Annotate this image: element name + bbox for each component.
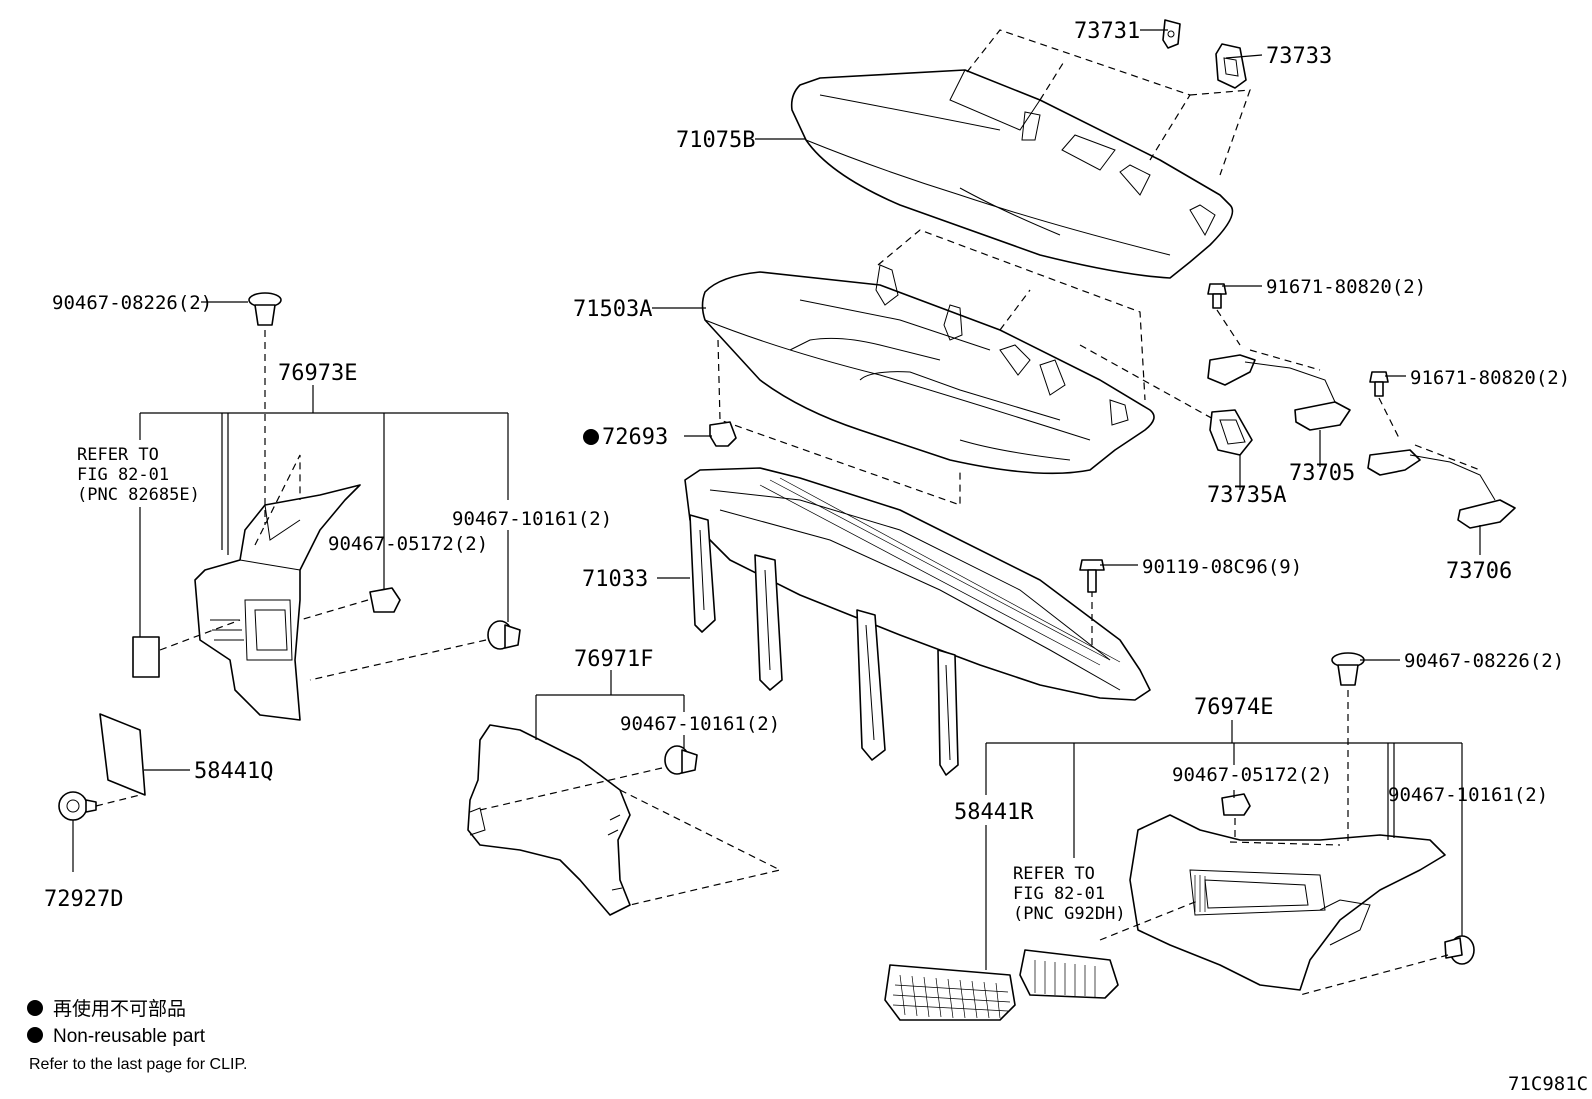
label-90119: 90119-08C96(9): [1142, 556, 1302, 578]
seat-back-71075B: [790, 69, 1234, 279]
side-trim-76973E: [194, 484, 361, 721]
seat-cushion-71503A: [701, 264, 1155, 475]
label-72927D: 72927D: [44, 887, 123, 912]
label-76971F: 76971F: [574, 647, 653, 672]
hinge-73705: [1207, 354, 1351, 431]
pad-58441R: [884, 964, 1016, 1021]
label-90467-10161-left: 90467-10161(2): [452, 508, 612, 530]
clip-90467-05172-left: [369, 587, 401, 613]
ref-right-line1: REFER TO: [1013, 864, 1095, 884]
label-76973E: 76973E: [278, 361, 357, 386]
label-73731: 73731: [1074, 19, 1140, 44]
ref-right-line2: FIG 82-01: [1013, 884, 1105, 904]
label-90467-08226-right: 90467-08226(2): [1404, 650, 1564, 672]
label-90467-10161-right: 90467-10161(2): [1388, 784, 1548, 806]
bolt-90119: [1079, 559, 1105, 593]
pin-90467-08226-left: [248, 292, 282, 326]
ref-left-line3: (PNC 82685E): [77, 485, 200, 505]
label-58441R: 58441R: [954, 800, 1034, 825]
bolt-91671-a: [1207, 283, 1227, 309]
leader-lines: [72, 29, 1481, 970]
pad-58441Q: [99, 713, 146, 796]
ref-left-line1: REFER TO: [77, 445, 159, 465]
clip-90467-10161-right: [1444, 935, 1475, 965]
bracket-73731: [1162, 19, 1181, 49]
ref-note-right: REFER TO FIG 82-01 (PNC G92DH): [1013, 864, 1126, 924]
legend-english: Non-reusable part: [53, 1026, 206, 1047]
label-58441Q: 58441Q: [194, 759, 273, 784]
clip-90467-05172-right: [1221, 793, 1251, 816]
label-91671-b: 91671-80820(2): [1410, 367, 1570, 389]
ref-pad-left: [132, 636, 160, 678]
legend-bullet-en: [27, 1027, 43, 1043]
side-trim-76974E: [1129, 814, 1446, 991]
label-71075B: 71075B: [676, 128, 755, 153]
ref-pad-right: [1019, 949, 1119, 999]
label-71503A: 71503A: [573, 297, 652, 322]
clip-90467-10161-middle: [664, 745, 698, 775]
non-reusable-bullet-72693: [583, 429, 599, 445]
label-90467-08226-left: 90467-08226(2): [52, 292, 212, 314]
label-73733: 73733: [1266, 44, 1332, 69]
screw-72927D: [58, 791, 97, 821]
cover-73735A: [1209, 409, 1253, 456]
label-73706: 73706: [1446, 559, 1512, 584]
legend-bullet-ja: [27, 1000, 43, 1016]
legend: 再使用不可部品 Non-reusable part Refer to the l…: [27, 998, 248, 1073]
label-73705: 73705: [1289, 461, 1355, 486]
legend-japanese: 再使用不可部品: [53, 998, 186, 1020]
clip-72693: [709, 421, 737, 447]
label-90467-05172-right: 90467-05172(2): [1172, 764, 1332, 786]
bolt-91671-b: [1369, 371, 1389, 397]
ref-right-line3: (PNC G92DH): [1013, 904, 1126, 924]
ref-left-line2: FIG 82-01: [77, 465, 169, 485]
pin-90467-08226-right: [1331, 652, 1365, 686]
label-73735A: 73735A: [1207, 483, 1286, 508]
figure-code: 71C981C: [1508, 1073, 1588, 1095]
part-labels: 73731 73733 71075B 71503A 91671-80820(2)…: [44, 19, 1570, 912]
label-91671-a: 91671-80820(2): [1266, 276, 1426, 298]
label-90467-10161-middle: 90467-10161(2): [620, 713, 780, 735]
ref-note-left: REFER TO FIG 82-01 (PNC 82685E): [77, 445, 200, 505]
label-72693: 72693: [602, 425, 668, 450]
clip-90467-10161-left: [487, 620, 521, 650]
label-71033: 71033: [582, 567, 648, 592]
seat-frame-71033: [684, 467, 1151, 776]
cover-73733: [1215, 43, 1247, 89]
label-76974E: 76974E: [1194, 695, 1273, 720]
hinge-73706: [1367, 449, 1516, 529]
label-90467-05172-left: 90467-05172(2): [328, 533, 488, 555]
side-trim-76971F: [467, 724, 631, 916]
legend-clip-note: Refer to the last page for CLIP.: [29, 1056, 248, 1073]
